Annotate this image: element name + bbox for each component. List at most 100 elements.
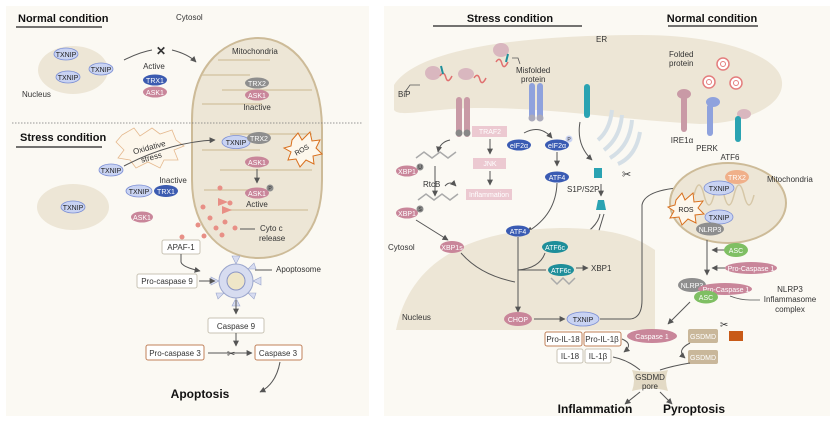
atf6-normal-sensor-icon [735, 109, 751, 142]
xbp1-target-label: XBP1 [591, 264, 612, 273]
pro-caspase9-box [136, 273, 198, 289]
stress-condition-header: Stress condition [467, 13, 553, 25]
er-label: ER [596, 35, 607, 44]
traf2-label: TRAF2 [479, 129, 501, 136]
svg-text:ASC: ASC [699, 295, 713, 302]
pro-il1b-box [583, 331, 622, 347]
txnip-protein: TXNIP [703, 180, 735, 196]
active-label: Active [246, 200, 268, 209]
svg-text:TRX2: TRX2 [250, 136, 268, 143]
caspase3-label: Caspase 3 [259, 349, 298, 358]
il18-label: IL-18 [561, 352, 580, 361]
oxidative-stress-burst-icon [115, 127, 185, 169]
svg-text:eIF2α: eIF2α [548, 143, 566, 150]
pro-il18-box [544, 331, 583, 347]
svg-text:XBP1s: XBP1s [441, 245, 463, 252]
svg-text:P: P [268, 186, 272, 192]
svg-text:Pro-Caspase 1: Pro-Caspase 1 [728, 266, 775, 273]
svg-text:TRX2: TRX2 [248, 81, 266, 88]
atf4-protein: ATF4 [545, 171, 569, 183]
atf6c-dna-protein: ATF6c [548, 264, 574, 276]
xbp1s-protein: XBP1 S [396, 205, 424, 219]
svg-text:P: P [567, 137, 571, 143]
left-panel: Normal condition Cytosol TXNIP TXNIP TXN… [6, 6, 369, 416]
gsdmd-pore-icon [632, 370, 668, 391]
svg-text:U: U [418, 165, 422, 171]
ros-burst-icon [282, 131, 323, 168]
arrow [444, 180, 457, 187]
il1b-label: IL-1β [589, 352, 608, 361]
pro-il18-label: Pro-IL-18 [546, 335, 580, 344]
svg-text:Pro-Caspase 1: Pro-Caspase 1 [703, 287, 750, 294]
cyto-c-label: Cyto c [260, 224, 283, 233]
arrow [621, 338, 631, 353]
svg-text:TXNIP: TXNIP [101, 168, 122, 175]
svg-text:NLRP3: NLRP3 [681, 283, 704, 290]
normal-condition-header: Normal condition [667, 13, 758, 25]
chop-protein: CHOP [504, 312, 532, 326]
atf6-label: ATF6 [721, 153, 741, 162]
folded-protein-label: protein [669, 59, 693, 68]
ire1-sensor-icon [677, 89, 691, 132]
xbp1u-protein: XBP1 U [396, 163, 424, 177]
pyroptosis-outcome: Pyroptosis [663, 402, 725, 416]
misfolded-protein-icon [493, 43, 509, 68]
inflammasome-label: NLRP3 [777, 285, 803, 294]
svg-text:ATF6c: ATF6c [545, 245, 566, 252]
arrow [624, 391, 641, 405]
rtcb-label: RtcB [423, 180, 440, 189]
svg-text:ASK1: ASK1 [133, 215, 151, 222]
misfolded-protein-icon [458, 68, 487, 84]
apaf1-arrow [180, 254, 201, 273]
atf6-fragment-icon [596, 200, 606, 210]
svg-text:ASC: ASC [729, 248, 743, 255]
txnip-protein: TXNIP [88, 62, 114, 76]
trx1-protein: TRX1 [143, 74, 167, 86]
svg-text:TRX1: TRX1 [146, 78, 164, 85]
right-panel: Stress condition Normal condition ER BiP… [384, 6, 830, 416]
trx2-protein: TRX2 [725, 170, 749, 184]
svg-text:XBP1: XBP1 [398, 169, 416, 176]
bip-label: BiP [398, 90, 410, 99]
golgi-icon [596, 109, 642, 166]
folded-protein-icon [716, 57, 730, 71]
svg-text:TXNIP: TXNIP [709, 215, 730, 222]
pro-caspase3-box [145, 344, 205, 361]
txnip-protein: TXNIP [566, 311, 600, 327]
svg-text:TXNIP: TXNIP [56, 52, 77, 59]
misfolded-protein-label: protein [521, 75, 545, 84]
pore-formation-path [659, 362, 691, 371]
arrow [667, 301, 691, 325]
active-label: Active [143, 62, 165, 71]
misfolded-protein-icon [425, 65, 453, 82]
pro-caspase1-protein: Pro-Caspase 1 [725, 262, 777, 274]
ros-burst-icon [666, 191, 706, 226]
svg-text:NLRP3: NLRP3 [699, 227, 722, 234]
spliced-mrna-icon [417, 193, 459, 201]
scissors-icon: ✂ [227, 349, 235, 360]
scissors-icon: ✂ [622, 169, 631, 181]
perk-dimer-icon [528, 83, 544, 122]
svg-text:TXNIP: TXNIP [573, 317, 594, 324]
svg-text:ASK1: ASK1 [248, 93, 266, 100]
txnip-protein: TXNIP [98, 163, 124, 177]
cytosol-label: Cytosol [388, 243, 415, 252]
nucleus-label: Nucleus [402, 313, 431, 322]
inflammation-box [466, 189, 512, 200]
svg-text:ATF6c: ATF6c [551, 268, 572, 275]
svg-text:TXNIP: TXNIP [226, 140, 247, 147]
scissors-icon: ✂ [720, 320, 728, 331]
svg-text:TXNIP: TXNIP [129, 189, 150, 196]
jnk-label: JNK [483, 161, 497, 168]
arrow [436, 139, 451, 153]
caspase1-protein: Caspase 1 [627, 329, 677, 343]
blocked-path [123, 49, 153, 61]
caspase9-label: Caspase 9 [217, 322, 256, 331]
txnip-protein: TXNIP [60, 200, 86, 214]
phosphate-icon [266, 184, 274, 192]
folded-protein-icon [702, 75, 716, 89]
caspase3-box [254, 344, 303, 361]
inflammasome-label: Inflammasome [764, 295, 817, 304]
txnip-protein: TXNIP [53, 47, 79, 61]
